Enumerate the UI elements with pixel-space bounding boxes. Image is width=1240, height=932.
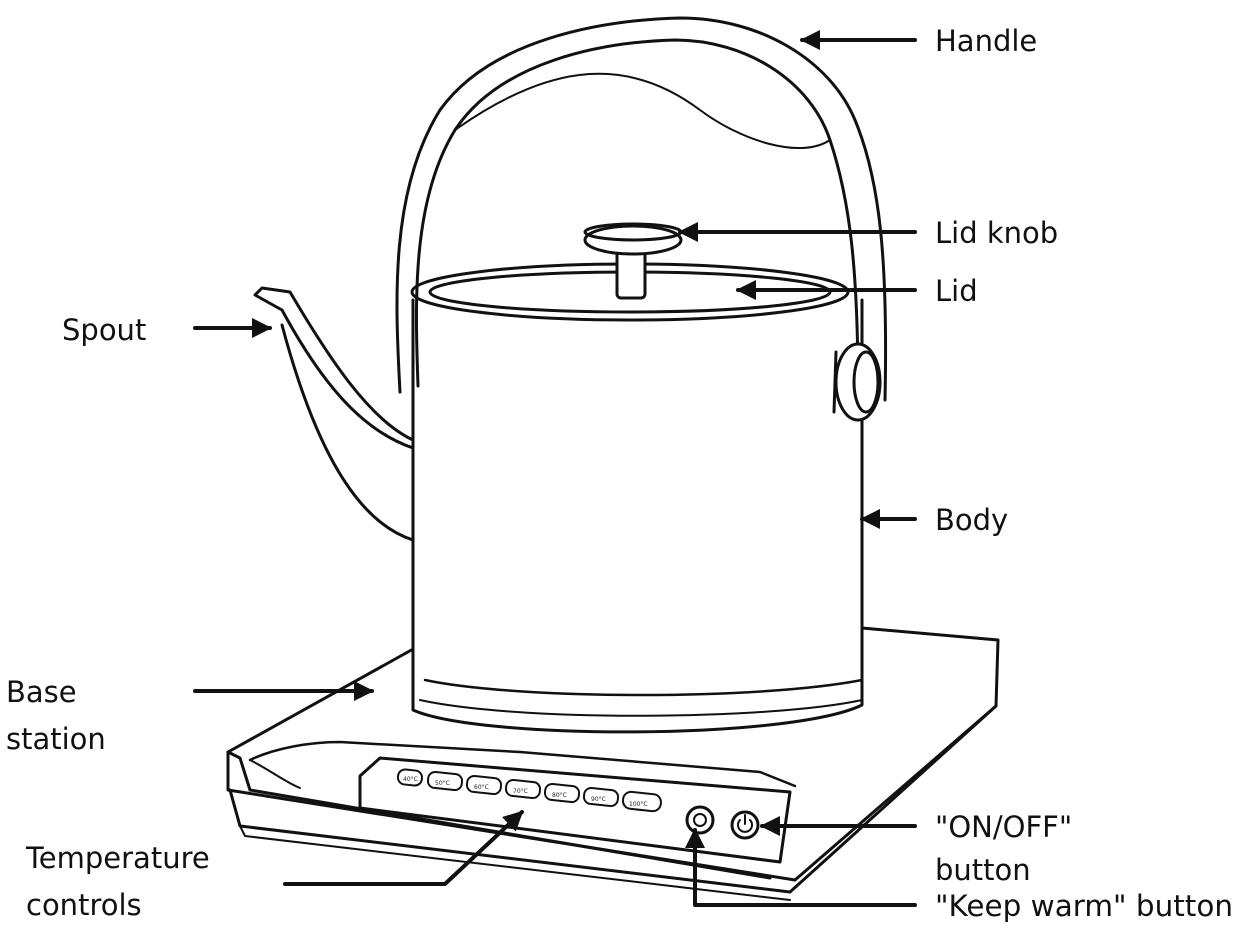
label-base-station-line2: station [6, 722, 106, 756]
temperature-controls-arrow [283, 810, 524, 886]
preset-label: 60°C [474, 784, 489, 791]
label-spout: Spout [62, 313, 146, 347]
label-temperature-controls-line1: Temperature [25, 841, 210, 875]
handle [395, 16, 888, 422]
label-on-off-line2: button [935, 853, 1031, 887]
preset-label: 40°C [403, 776, 418, 783]
label-body: Body [935, 503, 1008, 537]
preset-label: 70°C [513, 788, 528, 795]
leader-lines [193, 30, 917, 907]
temperature-preset-labels: 40°C 50°C 60°C 70°C 80°C 90°C 100°C [403, 776, 648, 808]
callout-labels: Handle Lid knob Lid Spout Body Base stat… [6, 24, 1233, 923]
label-on-off-line1: "ON/OFF" [935, 810, 1072, 844]
label-handle: Handle [935, 24, 1037, 58]
preset-label: 100°C [629, 801, 648, 808]
label-lid: Lid [935, 274, 978, 308]
preset-label: 80°C [552, 792, 567, 799]
preset-label: 90°C [591, 796, 606, 803]
on-off-button[interactable] [730, 810, 760, 840]
temperature-controls [396, 768, 662, 813]
lid-knob [583, 222, 683, 300]
label-lid-knob: Lid knob [935, 216, 1058, 250]
label-keep-warm: "Keep warm" button [935, 889, 1233, 923]
label-base-station-line1: Base [6, 675, 77, 709]
kettle-body [411, 298, 864, 734]
keep-warm-arrow [685, 828, 917, 907]
label-temperature-controls-line2: controls [26, 888, 142, 922]
spout [253, 286, 415, 542]
preset-label: 50°C [435, 780, 450, 787]
